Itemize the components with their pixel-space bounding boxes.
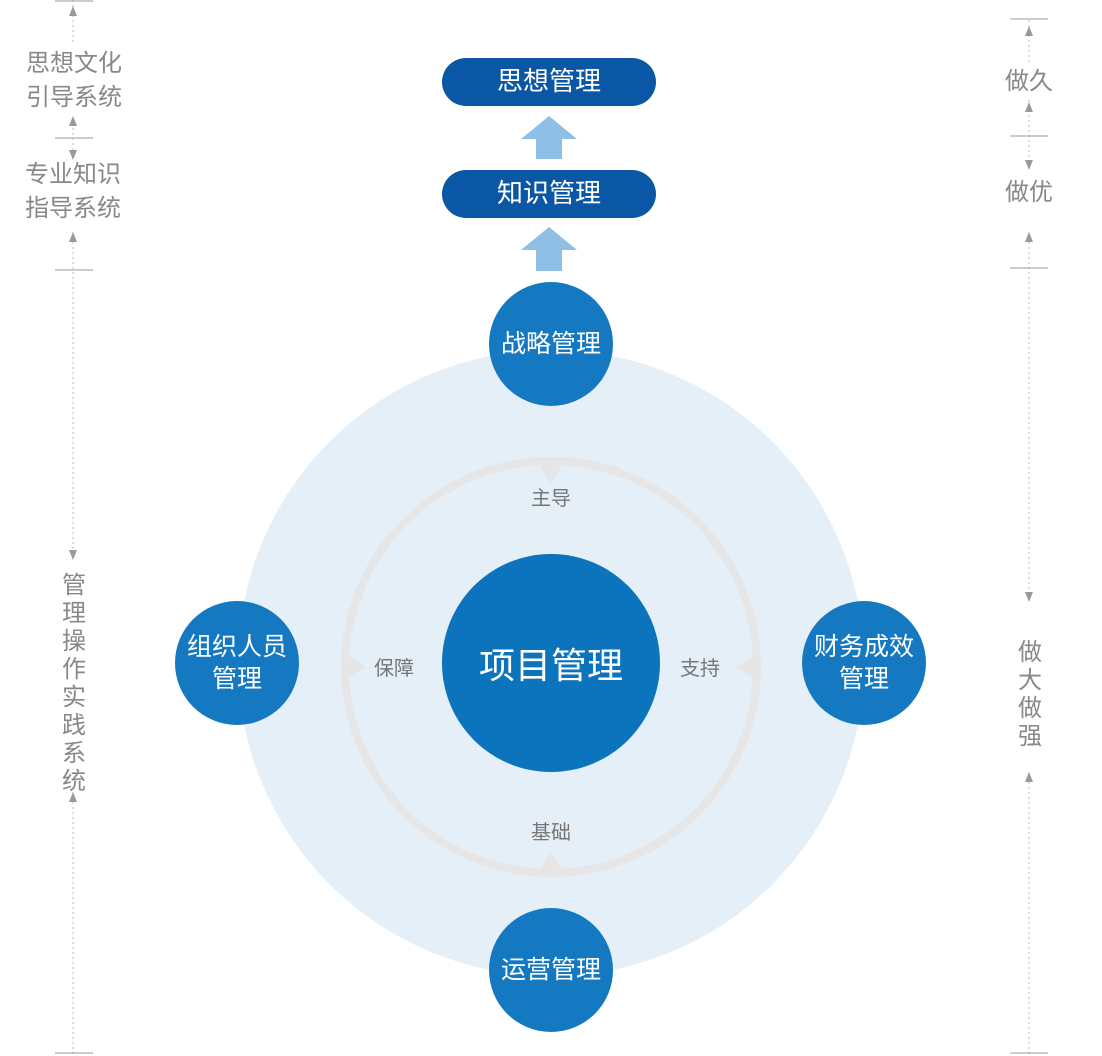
ring-arrow-top [538, 463, 564, 484]
organization-personnel-node: 组织人员 管理 [175, 601, 299, 725]
left-timeline-arrows [69, 6, 77, 802]
left-label-practice-system: 管理操作实践系统 [62, 571, 86, 795]
project-management-center: 项目管理 [442, 554, 660, 772]
finance-performance-node: 财务成效 管理 [802, 601, 926, 725]
left-label-knowledge-guidance: 专业知识 指导系统 [25, 160, 121, 222]
ring-label-guarantee: 保障 [374, 656, 414, 680]
ring-arrow-bottom [538, 852, 564, 873]
thought-management-pill: 思想管理 [442, 58, 656, 106]
ring-label-support: 支持 [680, 656, 720, 680]
ring-label-foundation: 基础 [531, 820, 571, 844]
operations-management-node: 运营管理 [489, 908, 613, 1032]
right-label-bigger-stronger: 做大做强 [1018, 638, 1042, 750]
left-label-culture-guidance: 思想文化 引导系统 [26, 49, 122, 111]
right-label-last-long: 做久 [1005, 67, 1053, 95]
knowledge-management-pill: 知识管理 [442, 170, 656, 218]
right-label-excellence: 做优 [1005, 178, 1053, 206]
up-arrow-lower [521, 227, 577, 271]
ring-arrow-left [346, 654, 366, 680]
ring-label-lead: 主导 [531, 486, 571, 510]
ring-arrow-right [736, 654, 756, 680]
up-arrow-upper [521, 116, 577, 159]
strategy-management-node: 战略管理 [489, 282, 613, 406]
right-timeline-arrows [1025, 26, 1033, 782]
